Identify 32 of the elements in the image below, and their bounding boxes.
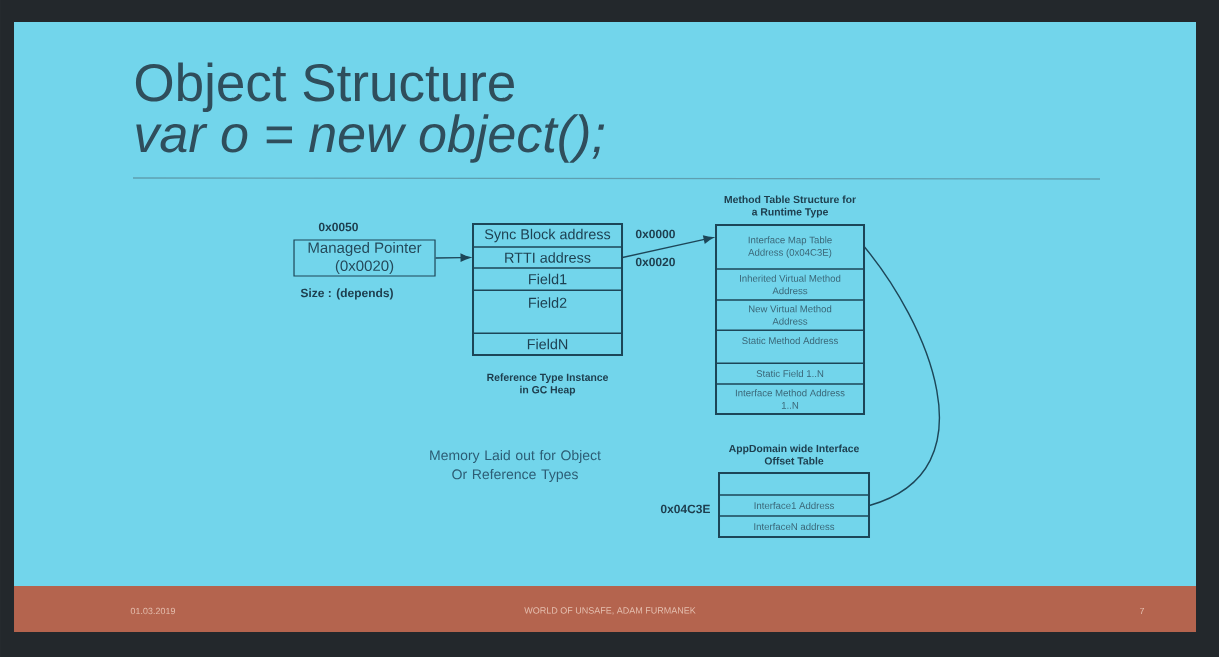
pointer-box: Managed Pointer (0x0020) — [293, 239, 436, 277]
table-row: FieldN — [472, 332, 623, 356]
note-text: Memory Laid out for Object Or Reference Types — [430, 449, 601, 482]
footer-date: 01.03.2019 — [130, 607, 175, 615]
empty-row — [718, 472, 870, 496]
table-row: Inherited Virtual Method Address — [715, 268, 865, 301]
address-label: 0x04C3E — [660, 504, 710, 514]
table-caption: Method Table Structure for a Runtime Type — [724, 195, 856, 218]
address-label: 0x0000 — [635, 229, 675, 239]
table-row: New Virtual Method Address — [715, 299, 865, 331]
arrow — [434, 253, 471, 262]
table-row: Field1 — [472, 267, 623, 291]
table-row: Sync Block address — [472, 223, 623, 248]
page-number: 7 — [1140, 607, 1145, 615]
footer-text: WORLD OF UNSAFE, ADAM FURMANEK — [524, 607, 696, 615]
table-row: InterfaceN address — [718, 515, 870, 538]
slide-title: Object Structure — [135, 62, 514, 112]
table-row: Static Method Address — [715, 330, 865, 364]
code-line: var o = new object(); — [136, 114, 605, 163]
table-caption: AppDomain wide Interface Offset Table — [728, 444, 859, 465]
table-row: Field2 — [472, 290, 623, 334]
table-row: Static Field 1..N — [715, 362, 865, 385]
curved-line — [863, 246, 941, 507]
table-row: Interface1 Address — [718, 494, 870, 517]
table-row: RTTI address — [472, 246, 623, 269]
table-caption: Reference Type Instance in GC Heap — [487, 373, 608, 396]
arrow — [621, 235, 714, 259]
address-label: 0x0020 — [635, 257, 675, 267]
table-row: Interface Map Table Address (0x04C3E) — [715, 224, 865, 270]
size-note: Size : (depends) — [300, 288, 393, 300]
address-label: 0x0050 — [318, 222, 358, 232]
table-row: Interface Method Address 1..N — [715, 383, 865, 415]
